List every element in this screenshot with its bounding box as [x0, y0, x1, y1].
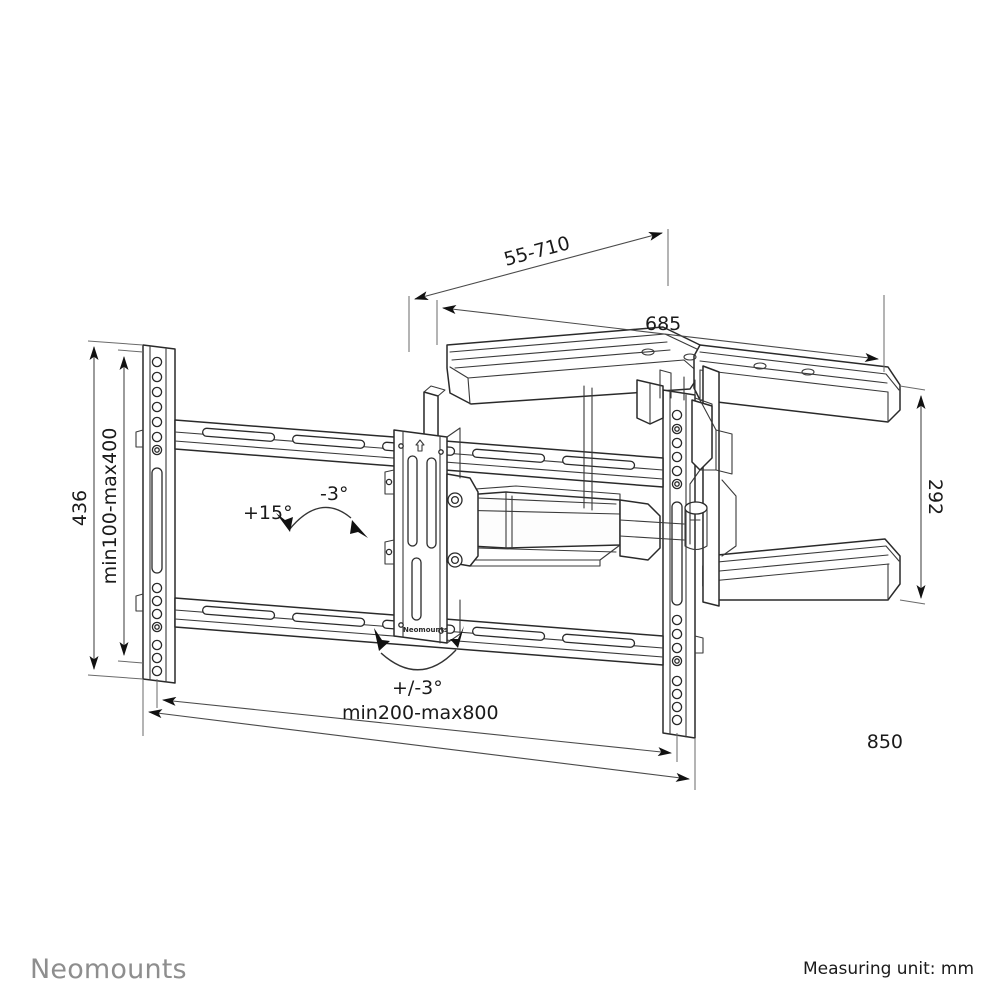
measuring-unit-note: Measuring unit: mm: [802, 959, 974, 979]
dimension-label-vesa-width: min200-max800: [342, 702, 499, 724]
pivot-joint-right: [619, 499, 708, 561]
page-footer: Neomounts Measuring unit: mm: [0, 940, 1004, 1004]
rear-supports: [477, 497, 685, 553]
dimension-plate-width: 850: [142, 679, 903, 790]
wall-plate-left-rail: [135, 344, 176, 684]
frame-gussets: [689, 399, 737, 557]
center-vertical-rod: [583, 385, 593, 511]
dimension-label-plate-height: 436: [69, 490, 91, 526]
center-vesa-plate: Neomounts: [384, 429, 448, 644]
arm-box-section: [451, 485, 621, 567]
tilt-up-label: +15°: [243, 502, 293, 524]
dimension-vesa-height: min100-max400: [99, 349, 144, 664]
level-adjust-label: +/-3°: [392, 677, 443, 699]
dimension-label-vesa-height: min100-max400: [99, 428, 121, 585]
dimension-label-plate-width: 850: [867, 731, 903, 753]
tilt-down-label: -3°: [320, 483, 348, 505]
dimension-bracket-height: 292: [899, 385, 946, 605]
dimension-arm-reach: 685: [436, 295, 885, 372]
tilt-angle-annotation: +15° -3°: [243, 483, 368, 538]
plate-logo-text: Neomounts: [403, 626, 448, 634]
product-assembly: Neomounts: [135, 326, 901, 739]
upper-gusset: [636, 379, 713, 471]
tv-rail-upper-right: [693, 344, 901, 423]
brand-logo-text: Neomounts: [30, 953, 187, 985]
top-riser-arm: [659, 369, 696, 401]
dimension-label-reach: 685: [645, 313, 681, 335]
dimension-plate-height: 436: [69, 340, 144, 680]
dimension-label-bracket-height: 292: [924, 479, 946, 515]
dimension-label-extension: 55-710: [502, 232, 573, 271]
pivot-bracket-left: [446, 473, 479, 568]
level-angle-annotation: +/-3°: [374, 626, 464, 699]
wall-plate-right-rail: [662, 389, 704, 739]
